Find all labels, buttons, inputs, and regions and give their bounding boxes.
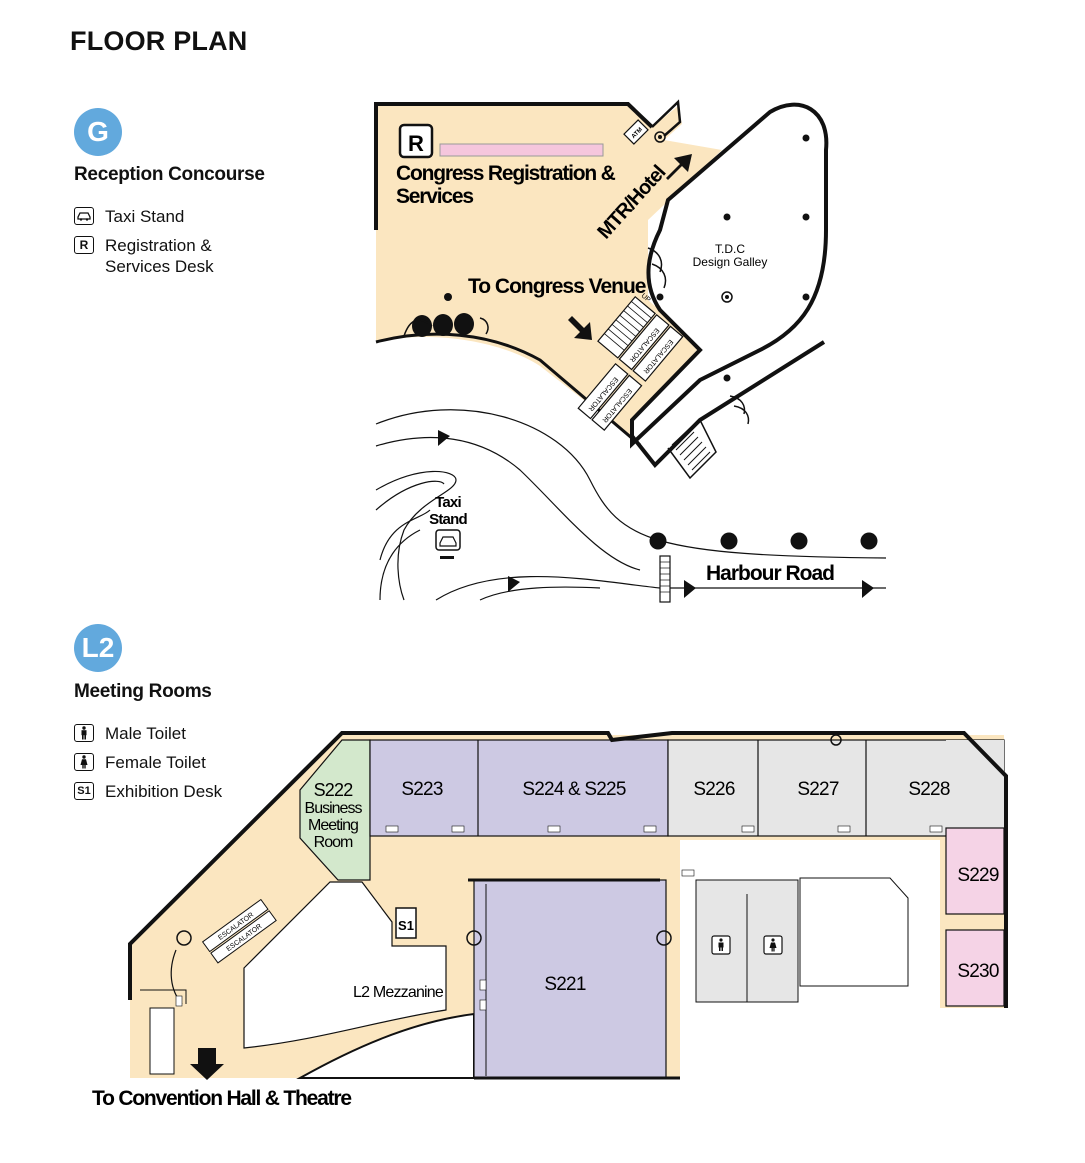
legend-item-female-toilet: Female Toilet [74,752,222,773]
level-l2-badge: L2 [74,624,122,672]
to-congress-venue-label: To Congress Venue [468,275,646,298]
s1-label: S1 [398,918,414,933]
mezzanine-label: L2 Mezzanine [353,984,444,1001]
concourse-wall [374,102,654,230]
l2-outer-wall [128,731,1008,1008]
registration-label: Congress Registration & [396,162,616,185]
legend-item-taxi: Taxi Stand [74,206,214,227]
room-label: S227 [797,779,838,800]
void-area [799,877,909,987]
registration-desk [439,143,604,157]
taxi-icon [435,529,461,559]
male-toilet-icon [711,935,731,955]
room-label: S222 [314,780,354,800]
svg-text:UP: UP [640,292,652,304]
registration-label: Services [396,185,473,208]
page-title: FLOOR PLAN [70,26,248,56]
registration-icon: R [74,236,94,254]
l2-floor-map: ESCALATOR ESCALATOR S1 S222 Business Mee… [92,731,1008,1110]
exhibition-desk-icon: S1 [74,782,94,800]
room-label: Business [305,800,363,817]
level-g-badge: G [74,108,122,156]
taxi-stand-label: Taxi [435,494,461,511]
venue-arrow-icon [568,316,592,340]
harbour-road-label: Harbour Road [706,562,834,585]
room-label: S228 [908,779,949,800]
legend-label: Taxi Stand [105,207,185,226]
legend-item-male-toilet: Male Toilet [74,723,222,744]
legend-label: Male Toilet [105,724,186,743]
male-toilet-icon [74,724,94,742]
legend-item-registration: R Registration & Services Desk [74,235,214,277]
mtr-arrow-icon [666,154,692,180]
legend-item-exhibition-desk: S1 Exhibition Desk [74,781,222,802]
room-label: S223 [401,779,442,800]
tdc-label: Design Galley [693,255,768,269]
tdc-label: T.D.C [715,242,745,256]
legend-label: Exhibition Desk [105,782,223,801]
gallery-wall [630,340,826,469]
level-g-name: Reception Concourse [74,164,265,185]
registration-badge [398,123,434,159]
taxi-stand-label: Stand [429,511,467,528]
room-label: S229 [957,865,998,886]
room-label: S230 [957,961,998,982]
concourse-wall [375,332,641,447]
room-s223-s225[interactable] [369,739,669,837]
room-s221[interactable] [473,879,667,1079]
revolving-doors [403,313,489,337]
level-l2-legend: Male Toilet Female Toilet S1 Exhibition … [74,723,222,802]
taxi-icon [74,207,94,225]
room-label: S224 & S225 [522,779,625,800]
l2-desk [149,1007,175,1075]
room-label: S221 [544,974,585,995]
exhibition-desk-s1 [395,907,417,939]
concourse-wall [651,99,682,137]
road-arrows [438,430,874,598]
road-lines [375,409,887,601]
to-convention-label: To Convention Hall & Theatre [92,1087,351,1110]
gallery-columns [444,134,810,382]
level-l2-name: Meeting Rooms [74,681,212,702]
female-toilet-icon [74,753,94,771]
room-label: Room [314,834,353,851]
room-label: S226 [693,779,734,800]
registration-badge-label: R [408,131,424,156]
female-toilet-icon [763,935,783,955]
legend-label: Registration & Services Desk [105,236,214,276]
ground-floor-map: R Congress Registration & Services ATM M… [374,99,887,603]
atm-icon: ATM [623,119,649,145]
room-label: Meeting [308,817,358,834]
level-g-legend: Taxi Stand R Registration & Services Des… [74,206,214,277]
gallery-stairs [671,427,711,471]
design-gallery [630,102,829,449]
bollards [649,532,878,550]
convention-arrow-icon [190,1048,224,1080]
exit-markers [175,825,943,1011]
void-area [243,881,447,1049]
room-s229[interactable] [945,827,1005,915]
legend-label: Female Toilet [105,753,206,772]
